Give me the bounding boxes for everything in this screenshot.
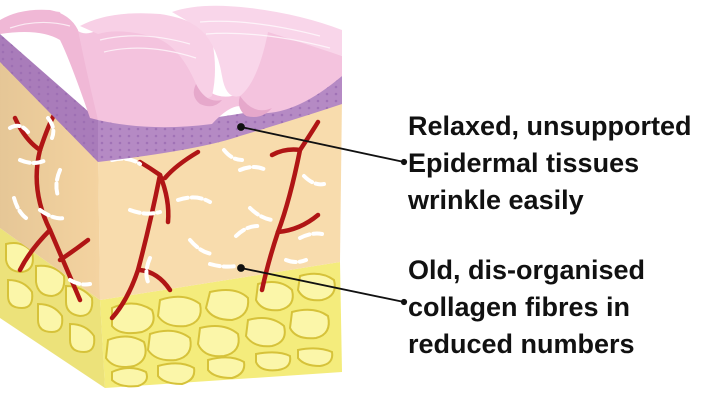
leader-end-epidermis bbox=[400, 158, 408, 166]
callout-line: reduced numbers bbox=[408, 329, 635, 359]
leader-dot-epidermis bbox=[237, 123, 245, 131]
callout-line: Relaxed, unsupported bbox=[408, 111, 692, 141]
blood-vessels bbox=[12, 105, 321, 321]
epidermis-layer bbox=[0, 5, 342, 162]
epidermis-callout: Relaxed, unsupported Epidermal tissues w… bbox=[408, 108, 708, 219]
leader-line-epidermis bbox=[240, 126, 405, 163]
leader-line-collagen bbox=[240, 267, 405, 303]
epidermis-ridge-2 bbox=[172, 5, 342, 97]
epidermis-ridge-1 bbox=[80, 13, 215, 99]
leader-lines bbox=[237, 123, 408, 306]
leader-end-collagen bbox=[400, 298, 408, 306]
epidermis-surface bbox=[0, 10, 342, 128]
callout-line: Epidermal tissues bbox=[408, 148, 640, 178]
collagen-callout: Old, dis-organised collagen fibres in re… bbox=[408, 252, 708, 363]
fat-layer bbox=[0, 228, 342, 388]
callout-line: wrinkle easily bbox=[408, 185, 584, 215]
epidermis-ridge-left bbox=[0, 9, 98, 120]
callout-line: collagen fibres in bbox=[408, 292, 631, 322]
fat-cells bbox=[5, 242, 336, 388]
leader-dot-collagen bbox=[237, 264, 245, 272]
callout-line: Old, dis-organised bbox=[408, 255, 646, 285]
